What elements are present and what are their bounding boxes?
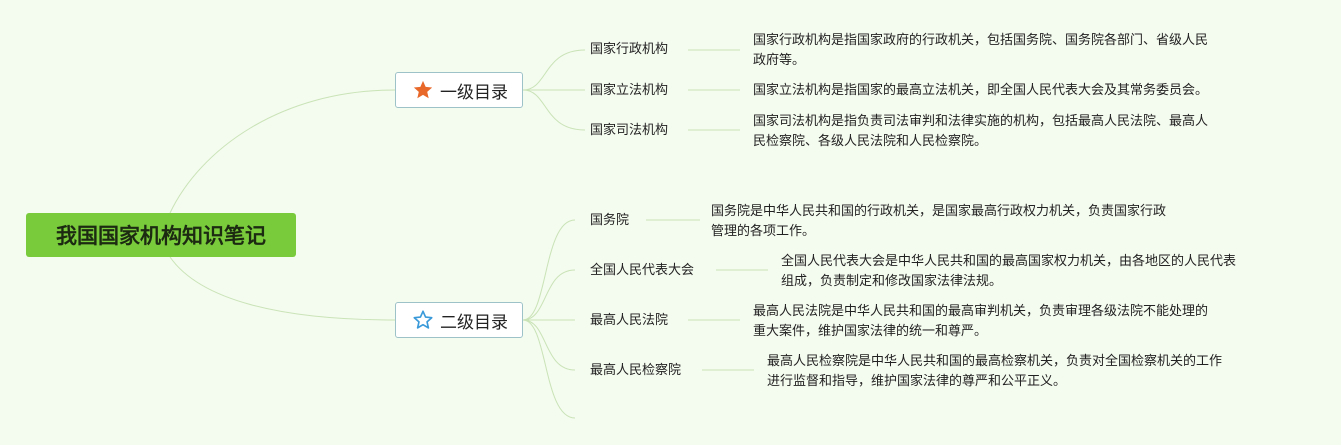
- branch-connector: [522, 89, 586, 131]
- child-node[interactable]: 最高人民检察院: [590, 362, 681, 380]
- child-description: 国家司法机构是指负责司法审判和法律实施的机构，包括最高人民法院、最高人 民检察院…: [753, 112, 1208, 152]
- branch-node-level2[interactable]: 二级目录: [395, 302, 523, 338]
- desc-line: 最高人民法院是中华人民共和国的最高审判机关，负责审理各级法院不能处理的: [753, 304, 1209, 319]
- desc-line: 组成，负责制定和修改国家法律法规。: [781, 274, 1003, 289]
- child-label: 最高人民检察院: [590, 363, 682, 378]
- child-node[interactable]: 国家行政机构: [590, 41, 668, 59]
- desc-line: 国家司法机构是指负责司法审判和法律实施的机构，包括最高人民法院、最高人: [753, 114, 1209, 129]
- branch-connector: [522, 319, 576, 371]
- child-description: 国家行政机构是指国家政府的行政机关，包括国务院、国务院各部门、省级人民 政府等。: [753, 31, 1208, 71]
- child-description: 全国人民代表大会是中华人民共和国的最高国家权力机关，由各地区的人民代表 组成，负…: [781, 252, 1236, 292]
- root-connector: [169, 89, 396, 214]
- root-node[interactable]: 我国国家机构知识笔记: [26, 213, 296, 257]
- root-connector: [169, 256, 396, 321]
- child-description: 国务院是中华人民共和国的行政机关，是国家最高行政权力机关，负责国家行政 管理的各…: [711, 202, 1166, 242]
- desc-line: 国家行政机构是指国家政府的行政机关，包括国务院、国务院各部门、省级人民: [753, 33, 1209, 48]
- branch-node-level1[interactable]: 一级目录: [395, 72, 523, 108]
- child-label: 国家司法机构: [590, 123, 669, 138]
- desc-line: 管理的各项工作。: [711, 224, 816, 239]
- child-node[interactable]: 最高人民法院: [590, 312, 668, 330]
- child-description: 最高人民检察院是中华人民共和国的最高检察机关，负责对全国检察机关的工作 进行监督…: [767, 352, 1222, 392]
- desc-line: 国务院是中华人民共和国的行政机关，是国家最高行政权力机关，负责国家行政: [711, 204, 1167, 219]
- child-node[interactable]: 国家司法机构: [590, 122, 668, 140]
- desc-line: 政府等。: [753, 53, 806, 68]
- desc-line: 民检察院、各级人民法院和人民检察院。: [753, 134, 988, 149]
- star-filled-icon: [412, 79, 434, 101]
- child-label: 国家立法机构: [590, 83, 669, 98]
- desc-line: 最高人民检察院是中华人民共和国的最高检察机关，负责对全国检察机关的工作: [767, 354, 1223, 369]
- star-outline-icon: [412, 309, 434, 331]
- root-label: 我国国家机构知识笔记: [56, 224, 266, 248]
- desc-line: 全国人民代表大会是中华人民共和国的最高国家权力机关，由各地区的人民代表: [781, 254, 1237, 269]
- branch-connector: [522, 219, 576, 321]
- child-label: 全国人民代表大会: [590, 263, 695, 278]
- child-label: 国务院: [590, 213, 630, 228]
- desc-line: 重大案件，维护国家法律的统一和尊严。: [753, 324, 988, 339]
- branch-connector: [522, 319, 576, 419]
- child-label: 国家行政机构: [590, 42, 669, 57]
- desc-line: 进行监督和指导，维护国家法律的尊严和公平正义。: [767, 374, 1067, 389]
- child-label: 最高人民法院: [590, 313, 669, 328]
- desc-line: 国家立法机构是指国家的最高立法机关，即全国人民代表大会及其常务委员会。: [753, 83, 1209, 98]
- child-node[interactable]: 全国人民代表大会: [590, 262, 694, 280]
- child-description: 国家立法机构是指国家的最高立法机关，即全国人民代表大会及其常务委员会。: [753, 81, 1208, 101]
- branch-connector: [522, 49, 586, 91]
- branch-label: 一级目录: [440, 82, 508, 103]
- branch-connector: [522, 269, 576, 321]
- child-description: 最高人民法院是中华人民共和国的最高审判机关，负责审理各级法院不能处理的 重大案件…: [753, 302, 1208, 342]
- child-node[interactable]: 国家立法机构: [590, 82, 668, 100]
- branch-label: 二级目录: [440, 312, 508, 333]
- child-node[interactable]: 国务院: [590, 212, 629, 230]
